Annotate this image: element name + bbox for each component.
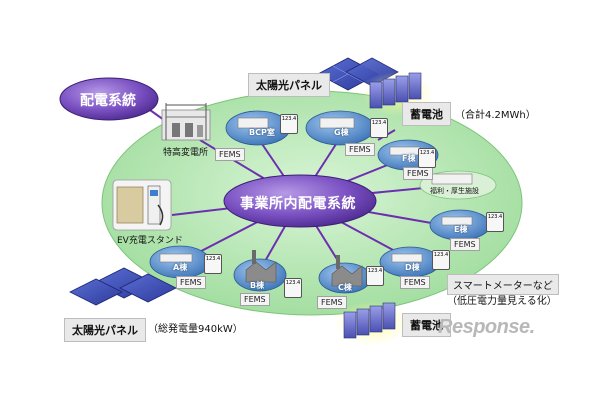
distribution-grid-label: 配電系統 (80, 93, 136, 109)
factory-icons (245, 250, 363, 287)
solar-top-label: 太陽光パネル (248, 73, 330, 97)
fems-g: FEMS (345, 143, 375, 156)
fems-e: FEMS (450, 238, 480, 251)
fems-a: FEMS (176, 276, 206, 289)
building-g-label: G棟 (334, 128, 349, 137)
center-oval (223, 174, 377, 228)
site-distribution-label: 事業所内配電系統 (240, 196, 356, 212)
meter-c: 123.4 (366, 266, 384, 286)
fems-d: FEMS (400, 276, 430, 289)
building-d-label: D棟 (405, 263, 420, 272)
building-b-label: B棟 (250, 281, 265, 290)
meter-g: 123.4 (370, 118, 388, 138)
solar-bottom-note: （総発電量940kW） (148, 324, 243, 335)
fems-bcp: FEMS (215, 148, 245, 161)
smart-meter-note: （低圧電力量見える化） (447, 296, 557, 307)
meter-e: 123.4 (486, 212, 504, 232)
welfare-label: 福利・厚生施設 (430, 187, 479, 195)
fems-b: FEMS (240, 293, 270, 306)
solar-bottom-label: 太陽光パネル (64, 318, 146, 342)
fems-f: FEMS (403, 167, 433, 180)
substation-label: 特高変電所 (163, 148, 209, 158)
meter-a: 123.4 (204, 254, 222, 274)
distribution-grid-oval (59, 77, 159, 121)
smart-meter-label: スマートメーターなど (447, 274, 559, 295)
solar-panel-bottom-icon (69, 267, 177, 306)
ev-stand-icon (112, 179, 172, 231)
battery-bottom-label: 蓄電池 (402, 313, 451, 337)
meter-bcp: 123.4 (280, 114, 298, 134)
building-c-label: C棟 (338, 283, 352, 292)
battery-top-note: （合計4.2MWh） (455, 110, 536, 121)
substation-icon (161, 103, 211, 141)
battery-bottom-icon (343, 302, 396, 339)
building-e-label: E棟 (454, 225, 468, 234)
meter-b: 123.4 (284, 278, 302, 298)
building-f-label: F棟 (402, 154, 416, 163)
ev-stand-label: EV充電スタンド (117, 236, 183, 246)
building-bcp-label: BCP室 (249, 128, 275, 137)
fems-c: FEMS (317, 296, 347, 309)
battery-top-icon (369, 72, 422, 109)
building-a-label: A棟 (173, 263, 188, 272)
building-roofs (159, 117, 473, 263)
meter-d: 123.4 (432, 250, 450, 270)
battery-top-label: 蓄電池 (402, 102, 451, 126)
response-watermark: Response. (438, 316, 535, 338)
solar-panel-top-icon (317, 57, 399, 91)
meter-f: 123.4 (418, 148, 436, 168)
